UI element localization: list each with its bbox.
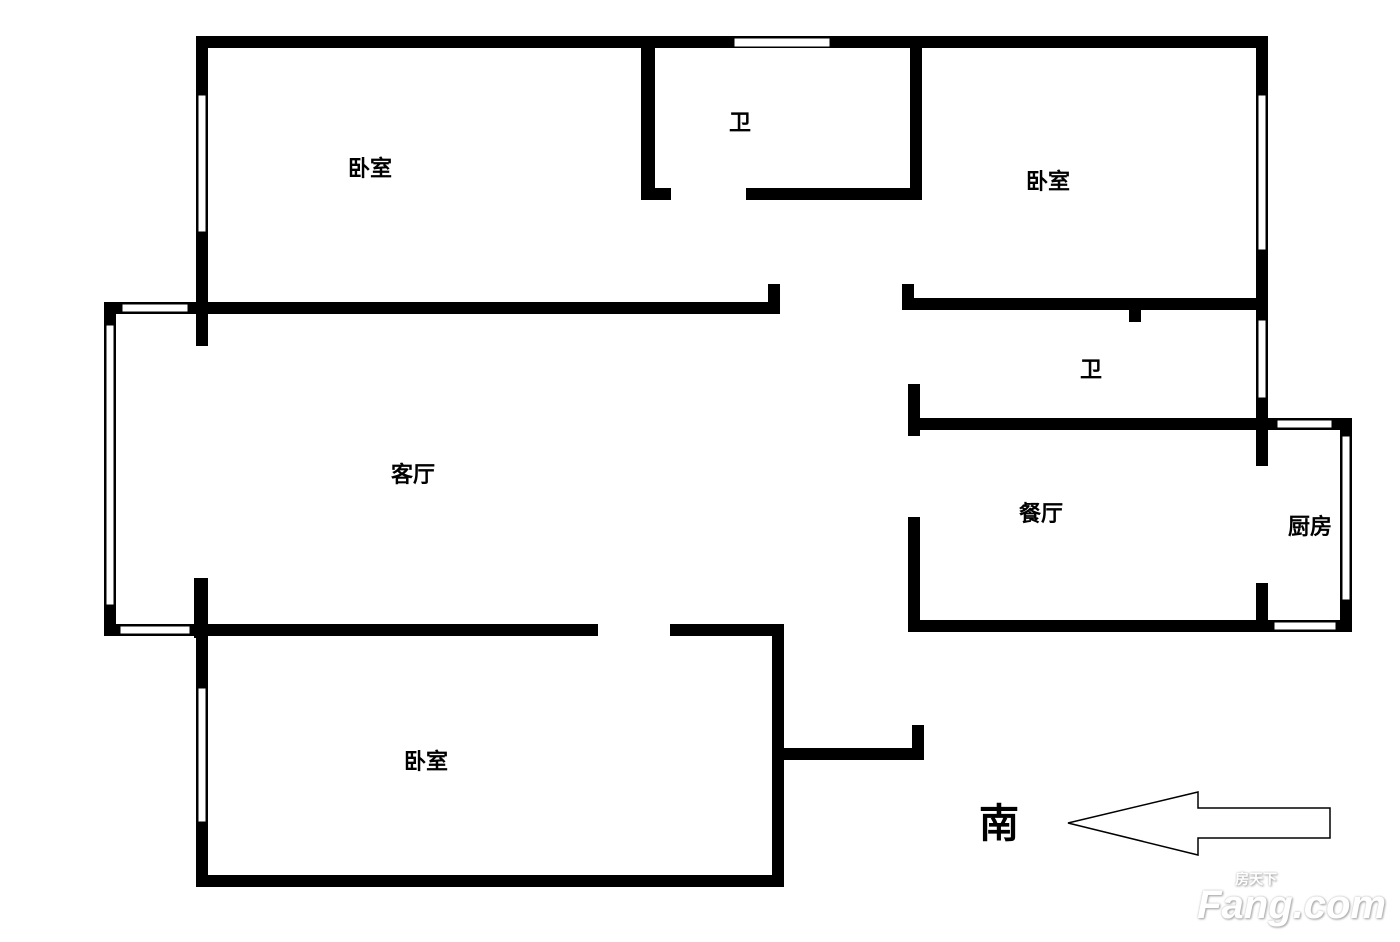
room-label-dining-room: 餐厅: [1018, 502, 1064, 527]
wall: [641, 188, 671, 200]
wall: [908, 418, 1268, 430]
wall: [784, 748, 924, 760]
window: [197, 94, 207, 233]
room-label-living-room: 客厅: [390, 463, 436, 488]
room-label-bedroom: 卧室: [403, 750, 449, 775]
wall: [910, 48, 922, 200]
wall: [772, 624, 784, 887]
window: [105, 324, 115, 606]
room-label-bathroom: 卫: [728, 111, 752, 136]
wall: [902, 284, 914, 310]
window: [1273, 621, 1337, 631]
room-label-bathroom: 卫: [1079, 358, 1103, 383]
arrow-left-icon: [1067, 791, 1331, 856]
wall: [902, 298, 1268, 310]
wall: [196, 875, 784, 887]
watermark-chinese: 房天下: [1235, 871, 1278, 887]
window: [119, 625, 191, 635]
room-label-kitchen: 厨房: [1287, 515, 1333, 540]
wall: [196, 624, 598, 636]
watermark-brand: Fang.com: [1197, 883, 1386, 927]
wall: [670, 624, 784, 636]
window: [197, 687, 207, 823]
wall: [196, 36, 1268, 48]
watermark-logo: 房天下 Fang.com: [1197, 871, 1386, 928]
window: [1257, 319, 1267, 399]
wall: [641, 48, 655, 200]
window: [1257, 94, 1267, 251]
room-label-bedroom: 卧室: [1025, 170, 1071, 195]
wall: [908, 384, 920, 436]
wall: [196, 302, 780, 314]
wall: [908, 620, 1268, 632]
wall: [194, 578, 208, 638]
compass-south-label: 南: [979, 800, 1019, 847]
wall: [746, 188, 922, 200]
window: [121, 303, 189, 313]
wall: [908, 517, 920, 632]
window: [1276, 419, 1333, 429]
wall: [1129, 310, 1141, 322]
room-label-bedroom: 卧室: [347, 157, 393, 182]
wall: [768, 284, 780, 314]
window: [733, 37, 831, 48]
wall: [912, 725, 924, 760]
wall: [1256, 583, 1268, 632]
window: [1341, 435, 1351, 601]
